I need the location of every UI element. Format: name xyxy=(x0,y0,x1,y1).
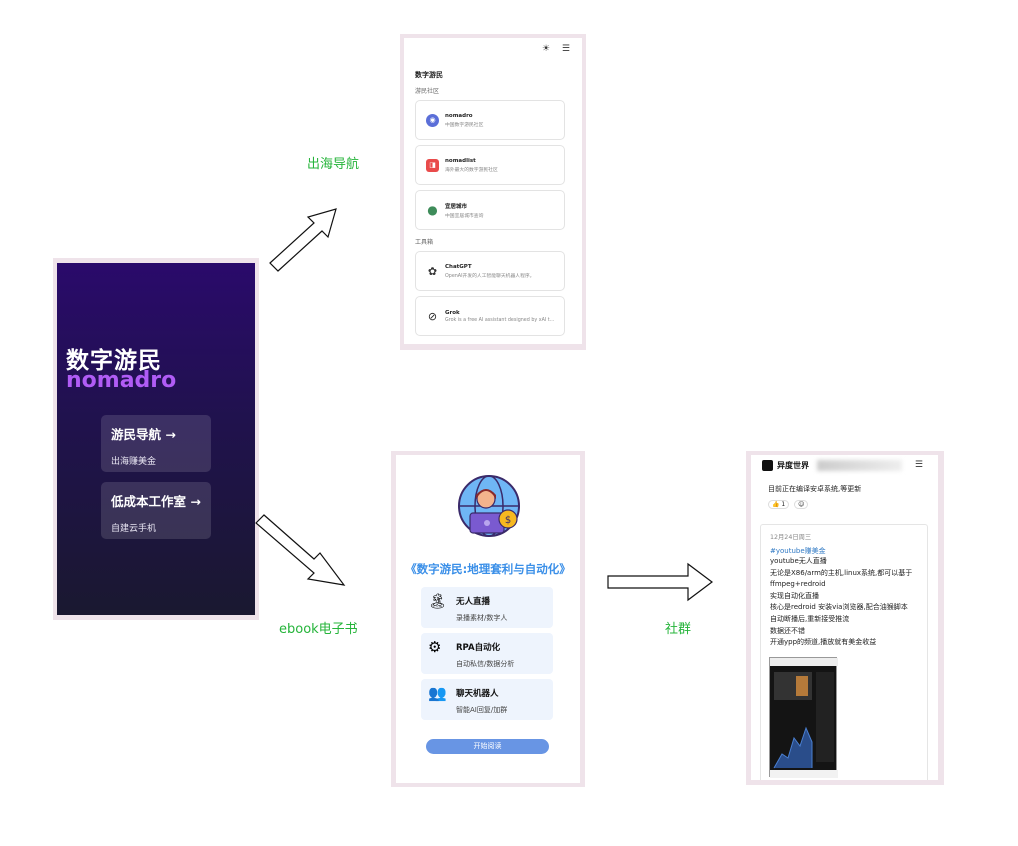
nav-frame: ☀ ☰ 数字游民 游民社区 ◉ nomadro 中国数字游民社区 ◨ nomad… xyxy=(400,34,586,350)
reaction-count[interactable]: 👍 1 xyxy=(768,500,790,509)
arrow-to-community-icon xyxy=(607,562,713,602)
menu-icon[interactable]: ☰ xyxy=(561,44,570,54)
nav-card-desc: 中国数字游民社区 xyxy=(445,122,484,128)
post-line: ffmpeg+redroid xyxy=(770,580,826,589)
ebook-label: ebook电子书 xyxy=(279,622,358,637)
post-line: 核心是redroid 安装via浏览器,配合油猴脚本 xyxy=(770,603,908,612)
ebook-item-title: 无人直播 xyxy=(456,597,491,607)
post-line: youtube无人直播 xyxy=(770,557,827,565)
nav-section-community: 游民社区 xyxy=(415,88,440,95)
nav-card-cities[interactable]: ● 宜居城市 中国宜居城市查询 xyxy=(415,190,565,230)
nav-card-name: Grok xyxy=(445,309,460,316)
sun-icon[interactable]: ☀ xyxy=(541,44,550,54)
community-panel: 异度世界 ☰ 目前正在编译安卓系统,等更新 👍 1 ☺ 12月24日周三 #yo… xyxy=(751,455,938,780)
nav-label: 出海导航 xyxy=(307,157,360,172)
chatgpt-icon: ✿ xyxy=(427,264,438,278)
nav-section-tools: 工具箱 xyxy=(415,239,434,246)
emoji-add-icon[interactable]: ☺ xyxy=(794,500,809,509)
arrow-to-ebook-icon xyxy=(255,514,346,586)
grok-icon: ⊘ xyxy=(427,309,438,323)
post-line: 无论是X86/arm的主机,linux系统,都可以基于 xyxy=(770,568,913,577)
users-icon: 👥 xyxy=(428,684,447,702)
community-name: 异度世界 xyxy=(777,460,809,470)
community-logo-icon xyxy=(762,459,773,471)
hero-subtitle: nomadro xyxy=(66,368,177,393)
ebook-item-title: 聊天机器人 xyxy=(456,689,499,699)
nav-card-chatgpt[interactable]: ✿ ChatGPT OpenAI开发的人工智能聊天机器人程序。 xyxy=(415,251,565,291)
hero-title: 数字游民 xyxy=(66,348,162,374)
studio-button-sub: 自建云手机 xyxy=(111,524,157,534)
post-screenshot[interactable] xyxy=(769,657,838,778)
nav-card-name: nomadlist xyxy=(445,157,476,164)
ebook-item-rpa[interactable]: ⚙ RPA自动化 自动私信/数据分析 xyxy=(421,633,553,674)
arrow-to-nav-icon xyxy=(269,208,337,272)
nav-card-desc: Grok is a free AI assistant designed by … xyxy=(445,317,555,323)
nav-card-name: ChatGPT xyxy=(445,263,472,270)
island-icon: 🏝 xyxy=(428,592,448,610)
ebook-item-sub: 录播素材/数字人 xyxy=(456,614,508,622)
nomad-avatar-icon: $ xyxy=(458,475,520,537)
nomad-nav-button-sub: 出海赚美金 xyxy=(111,457,157,467)
location-pin-icon: ● xyxy=(427,203,438,217)
nav-card-desc: OpenAI开发的人工智能聊天机器人程序。 xyxy=(445,273,535,279)
blurred-title xyxy=(817,459,902,471)
nav-card-name: 宜居城市 xyxy=(445,203,468,210)
nav-card-nomadlist[interactable]: ◨ nomadlist 海外最大的数字游民社区 xyxy=(415,145,565,185)
community-frame: 异度世界 ☰ 目前正在编译安卓系统,等更新 👍 1 ☺ 12月24日周三 #yo… xyxy=(746,451,944,785)
svg-text:$: $ xyxy=(505,515,511,526)
menu-icon[interactable]: ☰ xyxy=(914,460,923,470)
nomad-nav-button[interactable]: 游民导航 → 出海赚美金 xyxy=(101,415,211,472)
post-tag[interactable]: #youtube赚美金 xyxy=(770,547,826,555)
feed-line: 目前正在编译安卓系统,等更新 xyxy=(768,485,862,493)
hero-card: 数字游民 nomadro 游民导航 → 出海赚美金 低成本工作室 → 自建云手机 xyxy=(57,263,255,615)
ebook-title: 《数字游民:地理套利与自动化》 xyxy=(405,562,571,576)
studio-button[interactable]: 低成本工作室 → 自建云手机 xyxy=(101,482,211,539)
ebook-frame: $ 《数字游民:地理套利与自动化》 🏝 无人直播 录播素材/数字人 ⚙ RPA自… xyxy=(391,451,585,787)
nav-card-desc: 海外最大的数字游民社区 xyxy=(445,167,498,173)
ebook-item-title: RPA自动化 xyxy=(456,643,501,653)
post-date: 12月24日周三 xyxy=(770,534,812,541)
nomadlist-icon: ◨ xyxy=(426,158,439,172)
nav-topbar: ☀ ☰ xyxy=(404,38,582,60)
start-reading-button[interactable]: 开始阅读 xyxy=(426,739,549,754)
nav-card-name: nomadro xyxy=(445,112,473,119)
nav-card-desc: 中国宜居城市查询 xyxy=(445,213,484,219)
ebook-item-sub: 自动私信/数据分析 xyxy=(456,660,515,668)
reaction-bar[interactable]: 👍 1 ☺ xyxy=(751,499,938,511)
ebook-item-sub: 智能AI回复/加群 xyxy=(456,706,508,714)
ebook-item-live[interactable]: 🏝 无人直播 录播素材/数字人 xyxy=(421,587,553,628)
post-line: 实现自动化直播 xyxy=(770,591,819,600)
nomad-nav-button-title: 游民导航 → xyxy=(111,427,176,442)
nav-card-grok[interactable]: ⊘ Grok Grok is a free AI assistant desig… xyxy=(415,296,565,336)
ebook-panel: $ 《数字游民:地理套利与自动化》 🏝 无人直播 录播素材/数字人 ⚙ RPA自… xyxy=(396,455,580,783)
community-label: 社群 xyxy=(665,622,692,637)
community-header: 异度世界 xyxy=(751,455,938,475)
studio-button-title: 低成本工作室 → xyxy=(111,494,201,509)
post-line: 数据还不错 xyxy=(770,626,805,635)
community-post: 12月24日周三 #youtube赚美金 youtube无人直播 无论是X86/… xyxy=(760,524,928,780)
globe-icon: ◉ xyxy=(426,113,439,127)
rpa-icon: ⚙ xyxy=(428,638,442,656)
ebook-item-chatbot[interactable]: 👥 聊天机器人 智能AI回复/加群 xyxy=(421,679,553,720)
nav-title: 数字游民 xyxy=(415,71,443,79)
hero-frame: 数字游民 nomadro 游民导航 → 出海赚美金 低成本工作室 → 自建云手机 xyxy=(53,258,259,620)
nav-card-nomadro[interactable]: ◉ nomadro 中国数字游民社区 xyxy=(415,100,565,140)
nav-panel: ☀ ☰ 数字游民 游民社区 ◉ nomadro 中国数字游民社区 ◨ nomad… xyxy=(404,38,582,344)
post-line: 开通ypp的频道,播放就有美金收益 xyxy=(770,638,877,647)
post-line: 自动断播后,重新接受推流 xyxy=(770,614,850,623)
